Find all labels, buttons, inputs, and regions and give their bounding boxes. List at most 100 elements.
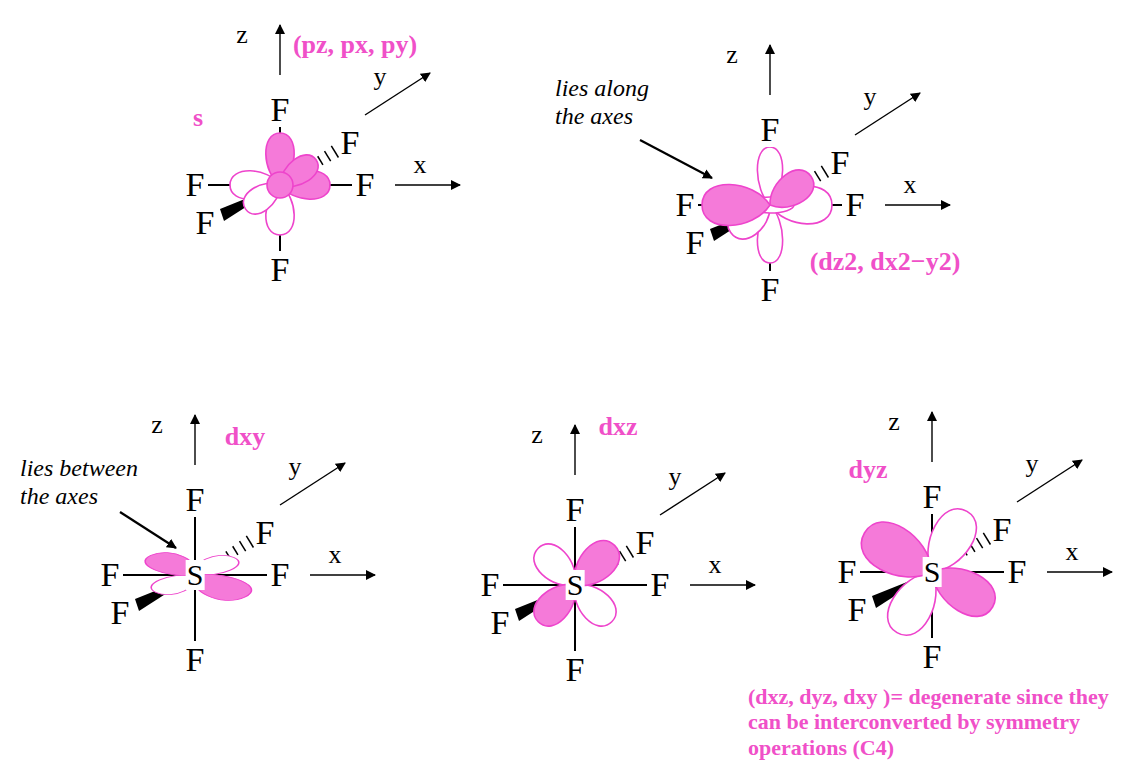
sulfur-atom: S xyxy=(923,557,942,587)
axis-label: z xyxy=(726,40,738,70)
z-axis-arrow xyxy=(279,25,280,75)
fluorine-atom: F xyxy=(922,640,943,674)
fluorine-atom: F xyxy=(635,526,656,560)
z-axis-arrow xyxy=(769,45,770,95)
fluorine-atom: F xyxy=(760,273,781,307)
axis-label: x xyxy=(904,170,917,200)
bond-line xyxy=(503,584,561,586)
annotation: lies between the axes xyxy=(20,455,170,510)
orbital xyxy=(527,533,627,633)
fluorine-atom: F xyxy=(270,253,291,287)
axis-label: y xyxy=(864,82,877,112)
fluorine-atom: F xyxy=(992,513,1013,547)
hashed-bond xyxy=(821,166,828,178)
sulfur-atom: S xyxy=(566,570,585,600)
bond-line xyxy=(194,517,196,561)
axis-label: z xyxy=(151,410,163,440)
hashed-bond xyxy=(983,533,990,545)
orbital-label: s xyxy=(193,103,203,133)
axis-label: z xyxy=(888,407,900,437)
fluorine-atom: F xyxy=(185,483,206,517)
orbital-label: dxy xyxy=(225,422,265,452)
fluorine-atom: F xyxy=(255,516,276,550)
orbital xyxy=(853,501,1003,643)
hashed-bond xyxy=(620,551,626,561)
orbital xyxy=(137,549,262,605)
axis-label: x xyxy=(1066,537,1079,567)
fluorine-atom: F xyxy=(340,126,361,160)
annotation: (dxz, dyz, dxy )= degenerate since they … xyxy=(748,684,1128,760)
fluorine-atom: F xyxy=(100,558,121,592)
leader-arrow xyxy=(640,140,712,178)
fluorine-atom: F xyxy=(760,113,781,147)
orbital-lobe xyxy=(922,554,1003,624)
orbital-lobe xyxy=(761,163,820,217)
axis-label: y xyxy=(374,62,387,92)
hashed-bond xyxy=(977,538,983,548)
molecule-panel xyxy=(698,45,950,271)
orbital-lobe xyxy=(853,513,944,593)
orbital-label: dxz xyxy=(599,412,638,442)
orbital-lobe xyxy=(702,185,770,226)
fluorine-atom: F xyxy=(565,653,586,687)
molecule-panel xyxy=(123,415,375,641)
fluorine-atom: F xyxy=(837,555,858,589)
fluorine-atom: F xyxy=(845,188,866,222)
fluorine-atom: F xyxy=(1007,555,1028,589)
molecule-panel xyxy=(853,412,1112,643)
fluorine-atom: F xyxy=(355,168,376,202)
hashed-bond xyxy=(246,536,253,548)
fluorine-atom: F xyxy=(847,593,868,627)
orbital xyxy=(702,147,832,263)
fluorine-atom: F xyxy=(565,493,586,527)
axis-label: x xyxy=(329,540,342,570)
hashed-bond xyxy=(626,546,633,558)
orbital-label: (dz2, dx2−y2) xyxy=(810,247,961,277)
hashed-bond xyxy=(233,546,238,555)
fluorine-atom: F xyxy=(830,146,851,180)
s-orbital xyxy=(267,172,293,198)
annotation: lies along the axes xyxy=(555,75,675,130)
molecule-panel xyxy=(208,25,460,251)
x-axis-arrow xyxy=(1047,571,1112,572)
x-axis-arrow xyxy=(310,574,375,575)
axis-label: z xyxy=(531,420,543,450)
fluorine-atom: F xyxy=(480,568,501,602)
fluorine-atom: F xyxy=(110,596,131,630)
x-axis-arrow xyxy=(885,204,950,205)
fluorine-atom: F xyxy=(922,480,943,514)
z-axis-arrow xyxy=(931,412,932,462)
x-axis-arrow xyxy=(395,184,460,185)
axis-label: x xyxy=(709,550,722,580)
axis-label: y xyxy=(669,462,682,492)
fluorine-atom: F xyxy=(195,206,216,240)
bond-line xyxy=(574,527,576,571)
hashed-bond xyxy=(331,146,338,158)
orbital-label: dyz xyxy=(849,455,888,485)
z-axis-arrow xyxy=(574,425,575,475)
hashed-bond xyxy=(240,541,246,551)
fluorine-atom: F xyxy=(490,606,511,640)
hashed-bond xyxy=(325,151,331,161)
bond-line xyxy=(574,599,576,651)
bond-line xyxy=(589,584,647,586)
axis-label: y xyxy=(289,452,302,482)
fluorine-atom: F xyxy=(685,226,706,260)
fluorine-atom: F xyxy=(270,558,291,592)
axis-label: y xyxy=(1026,449,1039,479)
orbital-label: (pz, px, py) xyxy=(293,30,417,60)
fluorine-atom: F xyxy=(185,168,206,202)
fluorine-atom: F xyxy=(650,568,671,602)
z-axis-arrow xyxy=(194,415,195,465)
fluorine-atom: F xyxy=(270,93,291,127)
x-axis-arrow xyxy=(690,584,755,585)
leader-arrow xyxy=(120,512,176,548)
bond-line xyxy=(194,589,196,641)
fluorine-atom: F xyxy=(185,643,206,677)
hashed-bond xyxy=(815,171,821,181)
axis-label: x xyxy=(414,150,427,180)
sulfur-atom: S xyxy=(186,560,205,590)
molecule-panel xyxy=(503,425,755,651)
